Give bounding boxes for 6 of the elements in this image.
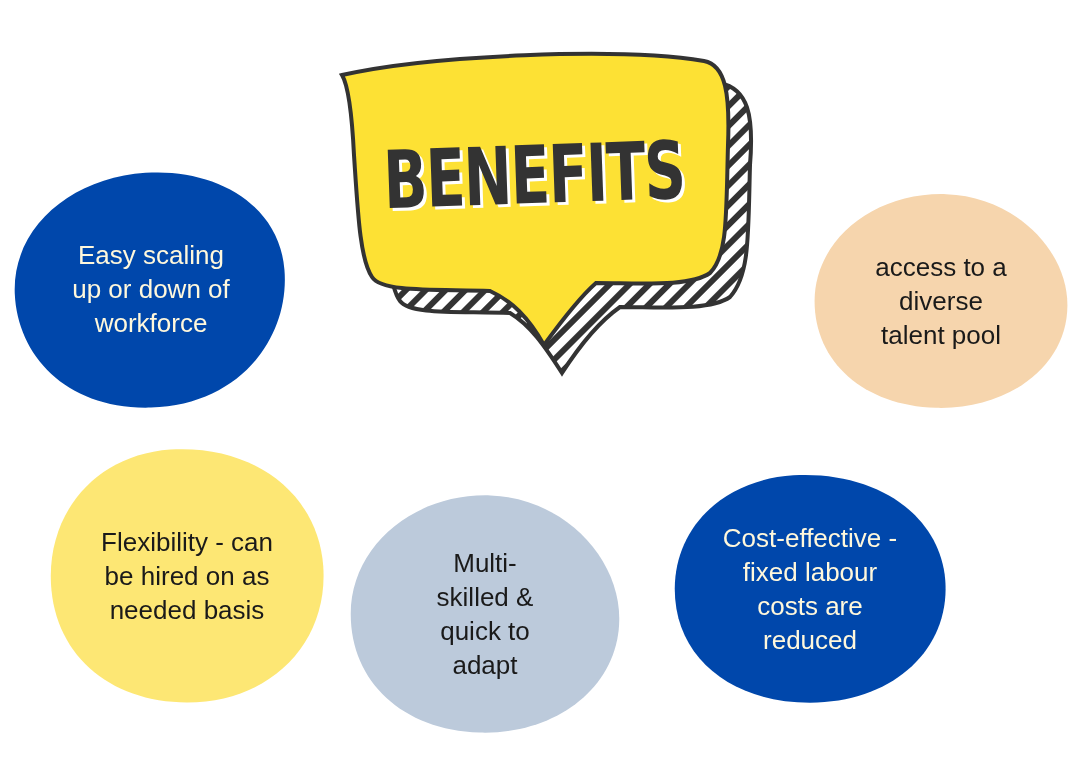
benefit-text: Multi-skilled & quick to adapt [435, 547, 535, 682]
benefit-text: access to a diverse talent pool [874, 251, 1008, 352]
bubble-heading: BENEFITS [382, 130, 686, 222]
benefit-text: Easy scaling up or down of workforce [71, 239, 231, 340]
benefit-text: Cost-effective - fixed labour costs are reduced [721, 522, 899, 657]
benefit-text: Flexibility - can be hired on as needed basis [100, 526, 274, 627]
